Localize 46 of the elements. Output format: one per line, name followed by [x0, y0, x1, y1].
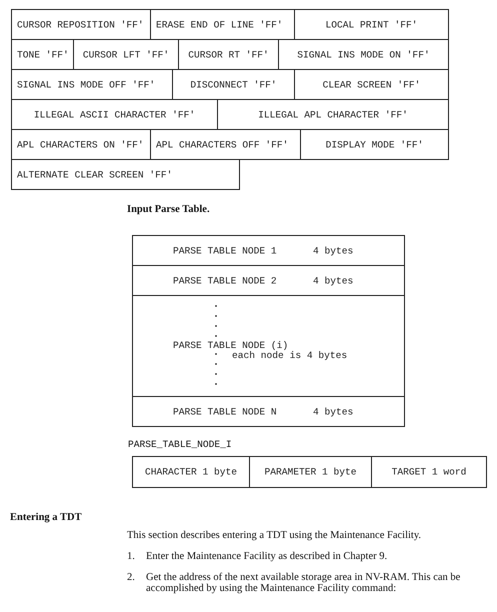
- cell-text: CHARACTER 1 byte: [144, 466, 238, 478]
- table-cell: [132, 295, 405, 397]
- table-cell: [11, 9, 151, 40]
- cell-text: ILLEGAL ASCII CHARACTER 'FF': [34, 109, 196, 120]
- cell-text: SIGNAL INS MODE ON 'FF': [297, 49, 430, 60]
- cell-text: CURSOR LFT 'FF': [82, 49, 170, 60]
- structure-name: PARSE_TABLE_NODE_I: [128, 439, 232, 450]
- table-cell: [132, 265, 405, 296]
- table-cell: [300, 129, 449, 160]
- table-cell: [11, 159, 240, 190]
- table-cell: [132, 235, 405, 266]
- cell-text: CURSOR REPOSITION 'FF': [17, 19, 144, 30]
- list-item: Get the address of the next available storage area in NV-RAM. This can be accomplished by using the Maintenance Facility command:: [146, 572, 462, 594]
- table-cell: [294, 9, 449, 40]
- cell-text: TARGET 1 word: [392, 466, 466, 478]
- cell-text: ERASE END OF LINE 'FF': [156, 19, 283, 30]
- size-text: 4 bytes: [313, 245, 354, 256]
- cell-text: PARSE TABLE NODE (i): [173, 340, 288, 351]
- cell-text: APL CHARACTERS ON 'FF': [17, 139, 144, 150]
- size-text: 4 bytes: [313, 275, 354, 286]
- cell-text: LOCAL PRINT 'FF': [325, 19, 418, 30]
- cell-text: DISCONNECT 'FF': [190, 79, 277, 90]
- list-number: 1.: [127, 551, 135, 562]
- size-text: each node is 4 bytes: [232, 350, 348, 361]
- table-cell: [249, 456, 372, 488]
- section-heading: Entering a TDT: [10, 512, 82, 523]
- cell-text: APL CHARACTERS OFF 'FF': [156, 139, 288, 150]
- paragraph: This section describes entering a TDT using the Maintenance Facility.: [127, 530, 422, 541]
- cell-text: DISPLAY MODE 'FF': [326, 139, 424, 150]
- list-item: Enter the Maintenance Facility as described in Chapter 9.: [146, 551, 388, 562]
- table-caption: Input Parse Table.: [127, 204, 210, 215]
- cell-text: ILLEGAL APL CHARACTER 'FF': [258, 109, 408, 120]
- table-cell: [132, 396, 405, 427]
- cell-text: CLEAR SCREEN 'FF': [322, 79, 420, 90]
- cell-text: ALTERNATE CLEAR SCREEN 'FF': [17, 169, 172, 180]
- cell-text: CURSOR RT 'FF': [188, 49, 269, 60]
- table-cell: [132, 456, 250, 488]
- cell-text: TONE 'FF': [17, 49, 69, 60]
- cell-text: PARAMETER 1 byte: [264, 466, 357, 478]
- list-number: 2.: [127, 572, 135, 583]
- cell-text: PARSE TABLE NODE 1: [173, 245, 277, 256]
- cell-text: SIGNAL INS MODE OFF 'FF': [17, 79, 156, 90]
- cell-text: PARSE TABLE NODE 2: [173, 275, 277, 286]
- table-cell: [371, 456, 487, 488]
- cell-text: PARSE TABLE NODE N: [173, 406, 277, 417]
- size-text: 4 bytes: [313, 406, 354, 417]
